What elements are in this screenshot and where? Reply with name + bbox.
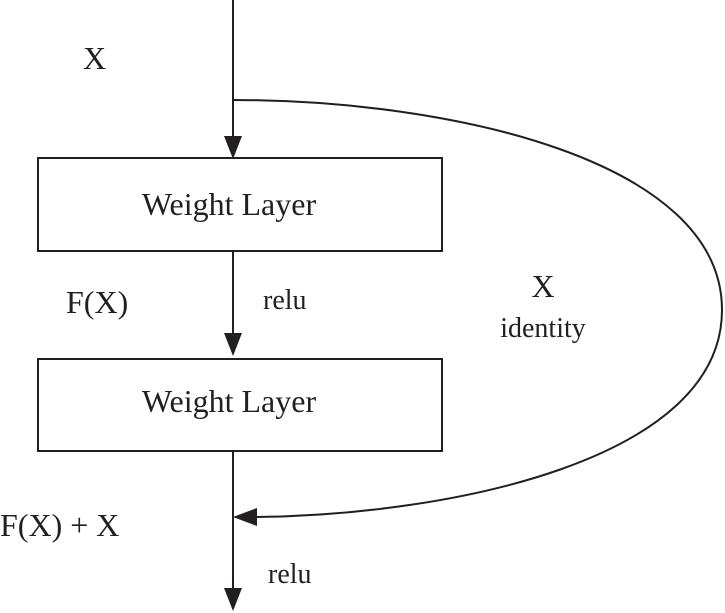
relu-out-label: relu <box>268 559 312 590</box>
input-arrow-head <box>224 136 242 159</box>
weight-layer-1-label: Weight Layer <box>142 186 317 222</box>
sum-label: F(X) + X <box>0 507 119 543</box>
relu-mid-label: relu <box>263 285 307 316</box>
fx-label: F(X) <box>66 284 128 320</box>
weight-layer-1-box <box>37 157 443 252</box>
skip-x-label: X <box>531 268 554 304</box>
input-x-label: X <box>83 40 106 76</box>
output-arrow-head <box>224 588 242 611</box>
weight-layer-2-label: Weight Layer <box>142 383 317 419</box>
skip-arrow-head <box>233 508 257 526</box>
identity-skip-connection <box>232 99 724 518</box>
skip-identity-label: identity <box>500 313 586 344</box>
weight-layer-2-box <box>37 358 443 452</box>
middle-arrow-head <box>224 333 242 356</box>
